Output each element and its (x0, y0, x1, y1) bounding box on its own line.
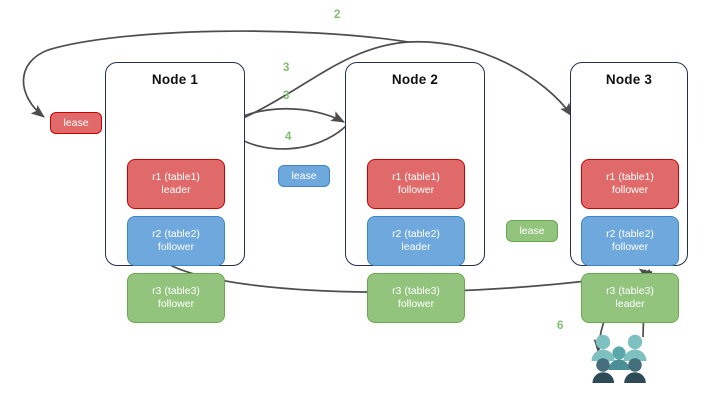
replica-range-label: r2 (table2) (392, 228, 440, 240)
edge-label-6: 6 (557, 320, 564, 332)
lease-badge-r2[interactable]: lease (278, 165, 330, 187)
replica-range-label: r3 (table3) (392, 285, 440, 297)
node-box-3[interactable]: Node 3 r1 (table1) follower r2 (table2) … (570, 62, 688, 323)
node-box-2[interactable]: Node 2 r1 (table1) follower r2 (table2) … (345, 62, 485, 323)
edge-2 (22, 30, 409, 118)
edge-label-3-lower: 3 (283, 90, 290, 102)
replica-role-label: leader (401, 241, 431, 253)
replica-range-label: r1 (table1) (152, 171, 200, 183)
replica-range-label: r1 (table1) (392, 171, 440, 183)
replica-range-label: r3 (table3) (606, 285, 654, 297)
replica-role-label: follower (157, 298, 195, 310)
node-box-1[interactable]: Node 1 r1 (table1) leader r2 (table2) fo… (105, 62, 245, 323)
replica-role-label: leader (161, 184, 191, 196)
lease-badge-r1[interactable]: lease (50, 112, 102, 134)
replica-range-label: r1 (table1) (606, 171, 654, 183)
replica-range-label: r2 (table2) (152, 228, 200, 240)
node-title-2: Node 2 (391, 72, 439, 87)
replica-n2-r2[interactable]: r2 (table2) leader (367, 216, 465, 266)
edge-3-upper (226, 40, 573, 126)
replica-n1-r3[interactable]: r3 (table3) follower (127, 273, 225, 323)
users-group-icon (591, 334, 647, 383)
node-title-3: Node 3 (605, 72, 653, 87)
replica-range-label: r3 (table3) (152, 285, 200, 297)
edge-label-3-upper: 3 (283, 62, 290, 74)
replica-n3-r2[interactable]: r2 (table2) follower (581, 216, 679, 266)
replica-range-label: r2 (table2) (606, 228, 654, 240)
edge-label-4: 4 (285, 131, 292, 143)
replica-role-label: follower (397, 184, 435, 196)
replica-role-label: follower (611, 241, 649, 253)
replica-n2-r3[interactable]: r3 (table3) follower (367, 273, 465, 323)
replica-n3-r3[interactable]: r3 (table3) leader (581, 273, 679, 323)
replica-role-label: follower (611, 184, 649, 196)
edge-label-2: 2 (334, 9, 341, 21)
replica-role-label: follower (157, 241, 195, 253)
replica-n3-r1[interactable]: r1 (table1) follower (581, 159, 679, 209)
replica-n1-r2[interactable]: r2 (table2) follower (127, 216, 225, 266)
replica-role-label: follower (397, 298, 435, 310)
replica-role-label: leader (615, 298, 645, 310)
replica-n2-r1[interactable]: r1 (table1) follower (367, 159, 465, 209)
lease-badge-r3[interactable]: lease (506, 220, 558, 242)
node-title-1: Node 1 (151, 72, 199, 87)
replica-n1-r1[interactable]: r1 (table1) leader (127, 159, 225, 209)
